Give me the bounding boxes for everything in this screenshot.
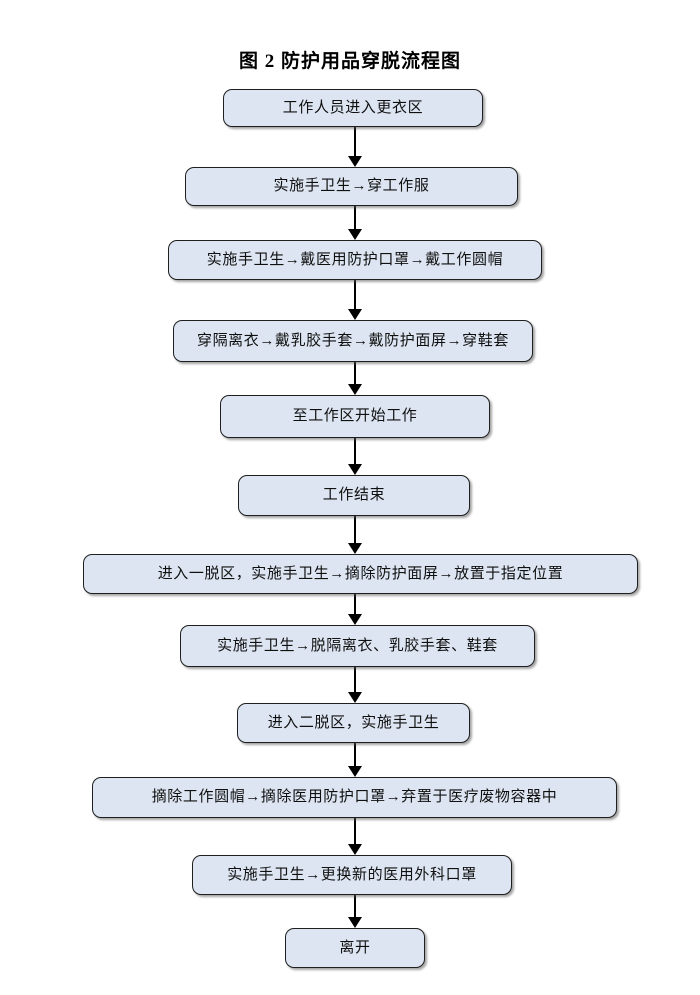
flow-node-work-finished[interactable]: 工作结束 <box>238 475 470 516</box>
arrow-shaft <box>354 516 356 544</box>
flow-node-label: 实施手卫生→更换新的医用外科口罩 <box>227 866 477 883</box>
arrow-shaft <box>354 127 356 157</box>
flow-node-leave[interactable]: 离开 <box>285 928 425 968</box>
flow-arrow <box>347 667 363 703</box>
flow-arrow <box>347 127 363 167</box>
flow-arrow <box>347 206 363 240</box>
flow-node-second-removal-area[interactable]: 进入二脱区，实施手卫生 <box>237 703 470 743</box>
flow-node-label: 进入二脱区，实施手卫生 <box>267 714 440 731</box>
flow-node-label: 至工作区开始工作 <box>292 408 418 424</box>
arrow-head-icon <box>348 464 362 475</box>
arrow-shaft <box>354 818 356 845</box>
arrow-head-icon <box>348 692 362 703</box>
arrow-shaft <box>354 895 356 918</box>
arrow-head-icon <box>348 384 362 395</box>
flow-node-gown-gloves-shield-covers[interactable]: 穿隔离衣→戴乳胶手套→戴防护面屏→穿鞋套 <box>173 320 533 362</box>
flow-node-label: 实施手卫生→脱隔离衣、乳胶手套、鞋套 <box>217 637 498 654</box>
flow-node-hand-hygiene-workwear[interactable]: 实施手卫生→穿工作服 <box>185 167 518 206</box>
arrow-head-icon <box>348 844 362 855</box>
arrow-head-icon <box>348 614 362 625</box>
flow-node-label: 离开 <box>339 939 371 956</box>
arrow-shaft <box>354 206 356 230</box>
flow-node-replace-surgical-mask[interactable]: 实施手卫生→更换新的医用外科口罩 <box>192 855 512 895</box>
arrow-head-icon <box>348 309 362 320</box>
arrow-shaft <box>354 743 356 767</box>
flow-node-mask-and-cap[interactable]: 实施手卫生→戴医用防护口罩→戴工作圆帽 <box>168 240 542 280</box>
arrow-head-icon <box>348 229 362 240</box>
flow-node-label: 进入一脱区，实施手卫生→摘除防护面屏→放置于指定位置 <box>157 565 564 582</box>
flow-arrow <box>347 743 363 777</box>
flow-arrow <box>347 438 363 475</box>
flow-node-remove-cap-and-mask[interactable]: 摘除工作圆帽→摘除医用防护口罩→弃置于医疗废物容器中 <box>92 777 617 818</box>
flow-node-label: 摘除工作圆帽→摘除医用防护口罩→弃置于医疗废物容器中 <box>151 789 558 805</box>
flow-arrow <box>347 362 363 395</box>
flow-node-label: 实施手卫生→戴医用防护口罩→戴工作圆帽 <box>206 251 504 268</box>
flow-arrow <box>347 895 363 928</box>
flow-node-start-work[interactable]: 至工作区开始工作 <box>220 395 490 438</box>
arrow-shaft <box>354 280 356 310</box>
flow-node-label: 实施手卫生→穿工作服 <box>273 178 430 194</box>
flow-arrow <box>347 280 363 320</box>
flow-arrow <box>347 516 363 554</box>
flow-arrow <box>347 594 363 625</box>
arrow-shaft <box>354 594 356 615</box>
flow-node-label: 穿隔离衣→戴乳胶手套→戴防护面屏→穿鞋套 <box>196 332 509 349</box>
flow-node-enter-changing-area[interactable]: 工作人员进入更衣区 <box>223 89 483 127</box>
arrow-shaft <box>354 438 356 465</box>
flow-node-first-removal-area[interactable]: 进入一脱区，实施手卫生→摘除防护面屏→放置于指定位置 <box>83 554 638 594</box>
flow-arrow <box>347 818 363 855</box>
arrow-head-icon <box>348 543 362 554</box>
arrow-head-icon <box>348 766 362 777</box>
flow-node-remove-gown-gloves[interactable]: 实施手卫生→脱隔离衣、乳胶手套、鞋套 <box>180 625 535 667</box>
flow-node-label: 工作结束 <box>322 487 386 503</box>
arrow-head-icon <box>348 917 362 928</box>
arrow-shaft <box>354 667 356 693</box>
arrow-shaft <box>354 362 356 385</box>
flow-node-label: 工作人员进入更衣区 <box>282 99 424 116</box>
arrow-head-icon <box>348 156 362 167</box>
figure-title: 图 2 防护用品穿脱流程图 <box>238 51 461 72</box>
